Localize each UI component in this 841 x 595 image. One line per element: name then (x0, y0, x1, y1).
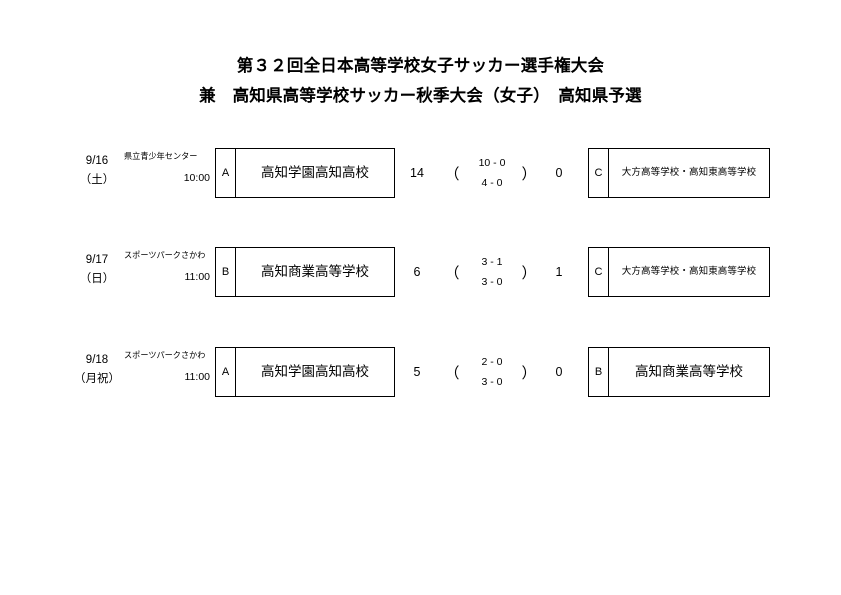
away-team-name: 高知商業高等学校 (635, 364, 743, 379)
home-team-group: A (216, 149, 236, 197)
match-venue-name: 県立青少年センター (124, 151, 198, 161)
home-team-name-cell: 高知学園高知高校 (236, 149, 394, 197)
away-team-name-cell: 高知商業高等学校 (609, 348, 769, 396)
score-paren-open: （ (444, 165, 460, 183)
match-date-value: 9/18 (85, 354, 109, 366)
page-title-secondary: 兼 高知県高等学校サッカー秋季大会（女子） 高知県予選 (199, 87, 642, 105)
score-paren-open: （ (444, 264, 460, 282)
home-team-name: 高知商業高等学校 (261, 264, 369, 279)
away-team-group: C (589, 149, 609, 197)
half-scores: 3 - 1 3 - 0 (462, 247, 522, 297)
first-half-score: 3 - 1 (481, 256, 503, 268)
home-team-box: A 高知学園高知高校 (215, 148, 395, 198)
home-team-box: A 高知学園高知高校 (215, 347, 395, 397)
match-venue: スポーツパークさかわ 11:00 (124, 347, 216, 397)
half-scores: 10 - 0 4 - 0 (462, 148, 522, 198)
home-team-box: B 高知商業高等学校 (215, 247, 395, 297)
away-team-box: C 大方高等学校・高知東高等学校 (588, 247, 770, 297)
home-team-score: 6 (413, 265, 421, 279)
score-paren-close: ） (521, 165, 537, 183)
match-kickoff-time: 10:00 (183, 172, 210, 184)
away-team-box: B 高知商業高等学校 (588, 347, 770, 397)
away-team-score: 0 (555, 166, 563, 180)
home-team-name-cell: 高知学園高知高校 (236, 348, 394, 396)
match-date-value: 9/16 (85, 155, 109, 167)
score-paren-close: ） (521, 364, 537, 382)
match-day-of-week: （土） (79, 174, 115, 186)
match-venue: スポーツパークさかわ 11:00 (124, 247, 216, 297)
home-team-name: 高知学園高知高校 (261, 364, 369, 379)
match-date-value: 9/17 (85, 254, 109, 266)
page-title-primary: 第３２回全日本高等学校女子サッカー選手権大会 (236, 57, 605, 75)
match-date: 9/17 （日） (62, 247, 132, 297)
first-half-score: 10 - 0 (478, 157, 506, 169)
match-day-of-week: （日） (79, 273, 115, 285)
home-team-score: 14 (410, 166, 424, 180)
second-half-score: 3 - 0 (481, 276, 503, 288)
away-team-name: 大方高等学校・高知東高等学校 (621, 266, 757, 277)
first-half-score: 2 - 0 (481, 356, 503, 368)
match-date: 9/18 （月祝） (62, 347, 132, 397)
second-half-score: 3 - 0 (481, 376, 503, 388)
match-venue-name: スポーツパークさかわ (124, 250, 206, 260)
match-venue: 県立青少年センター 10:00 (124, 148, 216, 198)
away-team-name-cell: 大方高等学校・高知東高等学校 (609, 248, 769, 296)
match-day-of-week: （月祝） (74, 373, 120, 385)
match-kickoff-time: 11:00 (184, 271, 211, 283)
match-row: 9/16 （土） 県立青少年センター 10:00 A 高知学園高知高校 14 （… (0, 148, 841, 198)
home-team-score: 5 (413, 365, 421, 379)
match-kickoff-time: 11:00 (184, 371, 211, 383)
document-title-block: 第３２回全日本高等学校女子サッカー選手権大会 兼 高知県高等学校サッカー秋季大会… (0, 54, 841, 108)
half-scores: 2 - 0 3 - 0 (462, 347, 522, 397)
score-paren-close: ） (521, 264, 537, 282)
away-team-group: B (589, 348, 609, 396)
home-team-group: A (216, 348, 236, 396)
home-team-group: B (216, 248, 236, 296)
away-team-score: 0 (555, 365, 563, 379)
match-row: 9/17 （日） スポーツパークさかわ 11:00 B 高知商業高等学校 6 （… (0, 247, 841, 297)
second-half-score: 4 - 0 (481, 177, 503, 189)
home-team-name-cell: 高知商業高等学校 (236, 248, 394, 296)
score-paren-open: （ (444, 364, 460, 382)
match-date: 9/16 （土） (62, 148, 132, 198)
away-team-name-cell: 大方高等学校・高知東高等学校 (609, 149, 769, 197)
match-row: 9/18 （月祝） スポーツパークさかわ 11:00 A 高知学園高知高校 5 … (0, 347, 841, 397)
match-venue-name: スポーツパークさかわ (124, 350, 206, 360)
away-team-group: C (589, 248, 609, 296)
home-team-name: 高知学園高知高校 (261, 165, 369, 180)
away-team-box: C 大方高等学校・高知東高等学校 (588, 148, 770, 198)
away-team-score: 1 (555, 265, 563, 279)
away-team-name: 大方高等学校・高知東高等学校 (621, 167, 757, 178)
